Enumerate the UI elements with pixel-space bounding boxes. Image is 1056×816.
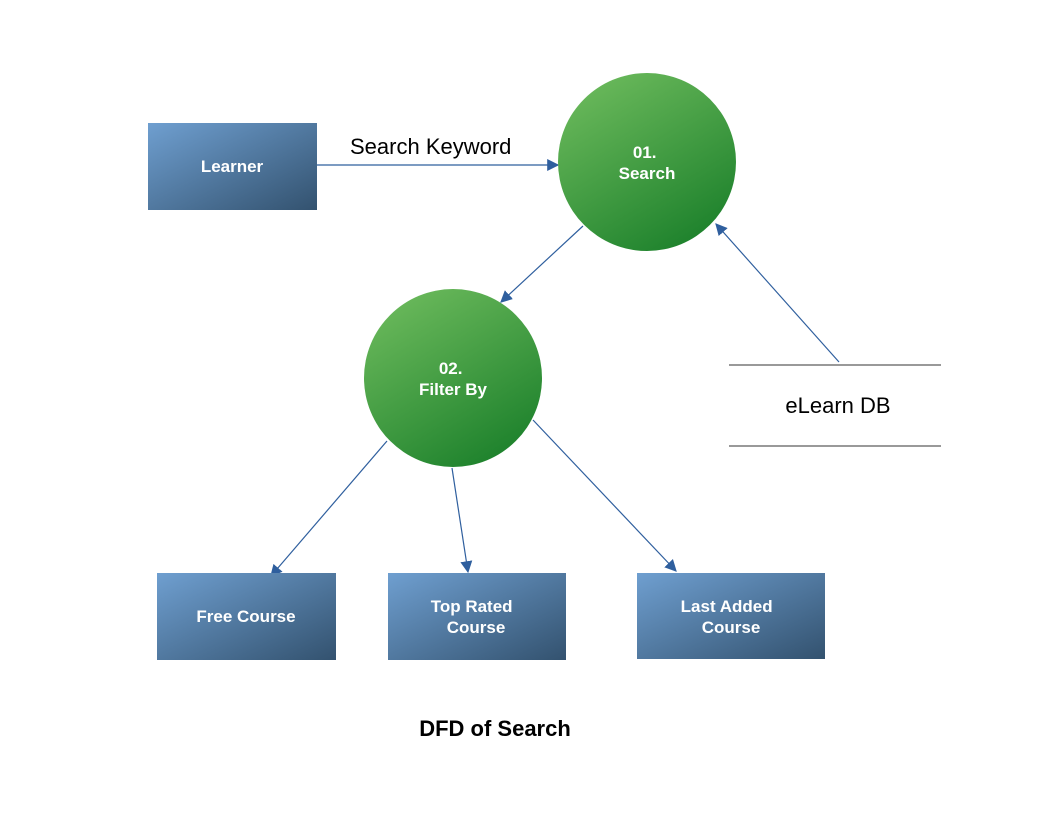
flow-search-to-filter — [500, 225, 584, 303]
entity-top-rated-line-1: Top Rated — [431, 597, 513, 616]
process-filter-by: 02. Filter By — [364, 289, 542, 467]
entity-learner-label: Learner — [201, 157, 264, 176]
process-search-label: 01. Search — [619, 143, 676, 183]
process-filter-by-number: 02. — [439, 359, 463, 378]
data-store-label: eLearn DB — [785, 393, 890, 418]
entity-last-added-line-2: Course — [702, 618, 761, 637]
flow-filter-to-free-course — [270, 440, 388, 577]
entity-free-course: Free Course — [157, 573, 336, 660]
entity-last-added-course: Last Added Course — [637, 573, 825, 659]
entity-top-rated-course-label: Top Rated Course — [431, 597, 518, 637]
flow-filter-to-last-added — [532, 419, 677, 572]
entity-top-rated-line-2: Course — [447, 618, 506, 637]
diagram-caption: DFD of Search — [419, 716, 571, 741]
process-search-name: Search — [619, 164, 676, 183]
flow-filter-to-top-rated — [451, 467, 473, 574]
entity-last-added-line-1: Last Added — [681, 597, 773, 616]
process-filter-by-name: Filter By — [419, 380, 488, 399]
data-store-elearn-db: eLearn DB — [729, 364, 941, 447]
flow-db-to-search — [715, 223, 840, 363]
process-search: 01. Search — [558, 73, 736, 251]
process-search-number: 01. — [633, 143, 657, 162]
entity-top-rated-course: Top Rated Course — [388, 573, 566, 660]
entity-learner: Learner — [148, 123, 317, 210]
entity-free-course-label: Free Course — [196, 607, 295, 626]
flow-label-search-keyword: Search Keyword — [350, 134, 511, 159]
process-filter-by-label: 02. Filter By — [419, 359, 488, 399]
entity-last-added-course-label: Last Added Course — [681, 597, 778, 637]
